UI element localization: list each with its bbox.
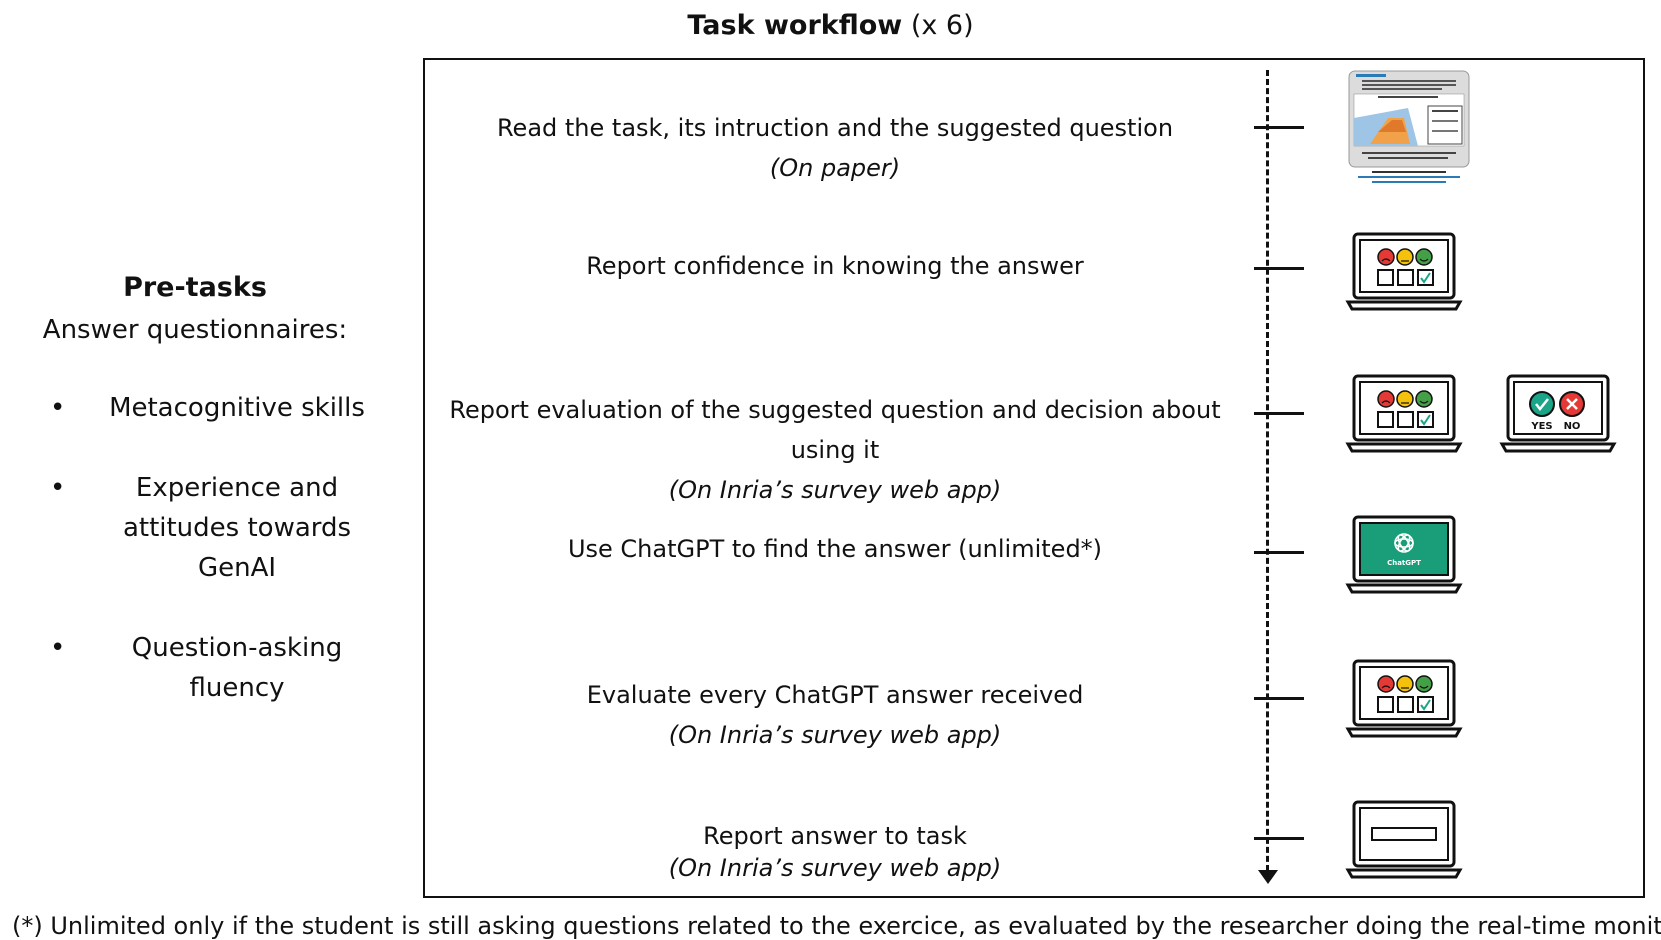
laptop-answer-field-icon	[1345, 800, 1463, 879]
yes-label: YES	[1530, 421, 1552, 432]
title-bold: Task workflow	[687, 10, 903, 41]
timeline-axis	[1266, 70, 1269, 880]
workflow-step: Use ChatGPT to find the answer (unlimite…	[430, 529, 1240, 569]
workflow-step: Read the task, its intruction and the su…	[430, 108, 1240, 188]
chatgpt-label: ChatGPT	[1387, 559, 1421, 567]
pre-task-item-label: Question-asking fluency	[131, 633, 343, 703]
pre-task-item-label: Experience and attitudes towards GenAI	[122, 473, 352, 583]
laptop-rating-icon	[1345, 374, 1463, 453]
bullet-dot: •	[50, 473, 66, 503]
pre-task-item: • Experience and attitudes towards GenAI	[50, 468, 390, 588]
step-label: Report confidence in knowing the answer	[586, 252, 1084, 280]
step-label: Read the task, its intruction and the su…	[496, 114, 1174, 142]
laptop-rating-icon	[1345, 659, 1463, 738]
step-context: (On Inria’s survey web app)	[668, 854, 1002, 882]
step-label: Use ChatGPT to find the answer (unlimite…	[567, 535, 1103, 563]
chatgpt-logo-icon	[1394, 533, 1414, 553]
pre-task-item-label: Metacognitive skills	[109, 393, 365, 423]
timeline-tick	[1254, 551, 1304, 554]
workflow-step: Report confidence in knowing the answer	[430, 246, 1240, 286]
step-label: Report answer to task	[703, 822, 967, 850]
task-sheet-icon	[1348, 70, 1470, 183]
workflow-step: Report evaluation of the suggested quest…	[430, 390, 1240, 510]
timeline-tick	[1254, 837, 1304, 840]
pre-tasks-title: Pre-tasks	[123, 272, 267, 303]
bullet-dot: •	[50, 393, 66, 423]
pre-task-item: • Question-asking fluency	[50, 628, 390, 708]
step-label: Report evaluation of the suggested quest…	[449, 396, 1221, 464]
workflow-step: Report answer to task (On Inria’s survey…	[430, 820, 1240, 884]
laptop-rating-icon	[1345, 232, 1463, 311]
laptop-chatgpt-icon: ChatGPT	[1345, 515, 1463, 594]
laptop-yes-no-icon: YES NO	[1499, 374, 1617, 453]
title-rest: (x 6)	[902, 10, 974, 41]
no-label: NO	[1564, 421, 1581, 432]
timeline-tick	[1254, 412, 1304, 415]
step-context: (On Inria’s survey web app)	[668, 721, 1002, 749]
timeline-tick	[1254, 267, 1304, 270]
step-context: (On Inria’s survey web app)	[668, 476, 1002, 504]
figure-title: Task workflow (x 6)	[0, 10, 1661, 41]
step-label: Evaluate every ChatGPT answer received	[586, 681, 1084, 709]
pre-tasks-subtitle: Answer questionnaires:	[42, 315, 348, 345]
timeline-arrowhead	[1258, 870, 1278, 884]
timeline-tick	[1254, 697, 1304, 700]
pre-task-item: • Metacognitive skills	[50, 388, 390, 428]
timeline-tick	[1254, 126, 1304, 129]
bullet-dot: •	[50, 633, 66, 663]
step-context: (On paper)	[769, 154, 901, 182]
workflow-step: Evaluate every ChatGPT answer received (…	[430, 675, 1240, 755]
footnote: (*) Unlimited only if the student is sti…	[12, 912, 1661, 940]
workflow-frame	[423, 58, 1645, 898]
